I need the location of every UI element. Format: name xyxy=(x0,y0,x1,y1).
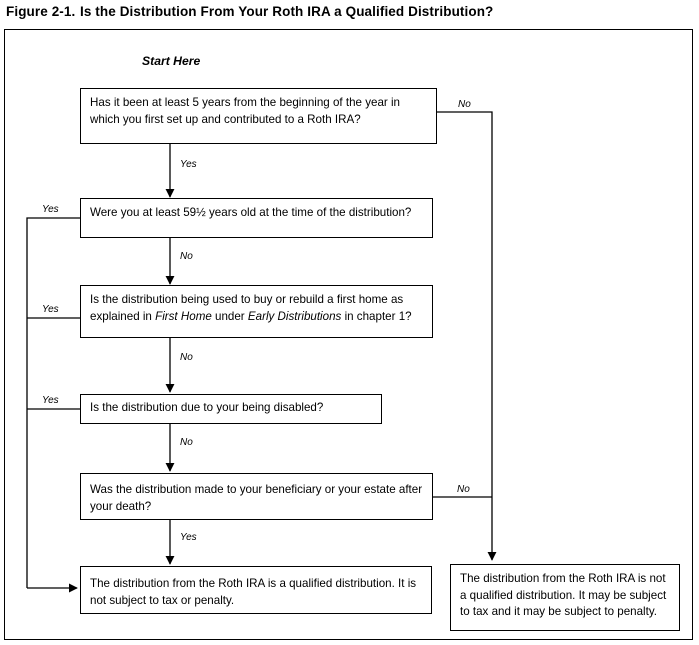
node-q2: Were you at least 59½ years old at the t… xyxy=(80,198,433,238)
edge-q1-no xyxy=(437,111,497,561)
node-q5: Was the distribution made to your benefi… xyxy=(80,473,433,520)
node-q1: Has it been at least 5 years from the be… xyxy=(80,88,437,144)
edge-label-q3-yes: Yes xyxy=(42,304,59,315)
edge-label-q2-yes: Yes xyxy=(42,204,59,215)
edge-label-q3-no: No xyxy=(180,352,193,363)
node-q1-text: Has it been at least 5 years from the be… xyxy=(90,96,400,126)
edge-label-q5-no: No xyxy=(457,484,470,495)
node-qualified-text: The distribution from the Roth IRA is a … xyxy=(90,577,417,607)
node-not-qualified-text: The distribution from the Roth IRA is no… xyxy=(460,572,667,618)
edge-q2-yes xyxy=(26,217,80,588)
figure-number: Figure 2-1. xyxy=(6,4,76,19)
edge-label-q5-yes: Yes xyxy=(180,532,197,543)
start-here-label: Start Here xyxy=(142,54,201,68)
edge-label-q1-no: No xyxy=(458,99,471,110)
node-q2-text: Were you at least 59½ years old at the t… xyxy=(90,206,412,219)
node-q5-text: Was the distribution made to your benefi… xyxy=(90,483,423,513)
node-q4: Is the distribution due to your being di… xyxy=(80,394,382,424)
edge-label-q4-yes: Yes xyxy=(42,395,59,406)
edge-label-q4-no: No xyxy=(180,437,193,448)
figure-frame xyxy=(4,29,693,640)
node-q4-text: Is the distribution due to your being di… xyxy=(90,401,324,414)
node-q3-text: Is the distribution being used to buy or… xyxy=(90,293,412,323)
edge-label-q1-yes: Yes xyxy=(180,159,197,170)
edge-label-q2-no: No xyxy=(180,251,193,262)
figure-title: Figure 2-1. Is the Distribution From Your… xyxy=(6,4,493,19)
node-qualified-distribution: The distribution from the Roth IRA is a … xyxy=(80,566,432,614)
figure-title-text: Is the Distribution From Your Roth IRA a… xyxy=(80,4,494,19)
node-q3: Is the distribution being used to buy or… xyxy=(80,285,433,338)
node-not-qualified-distribution: The distribution from the Roth IRA is no… xyxy=(450,564,680,631)
